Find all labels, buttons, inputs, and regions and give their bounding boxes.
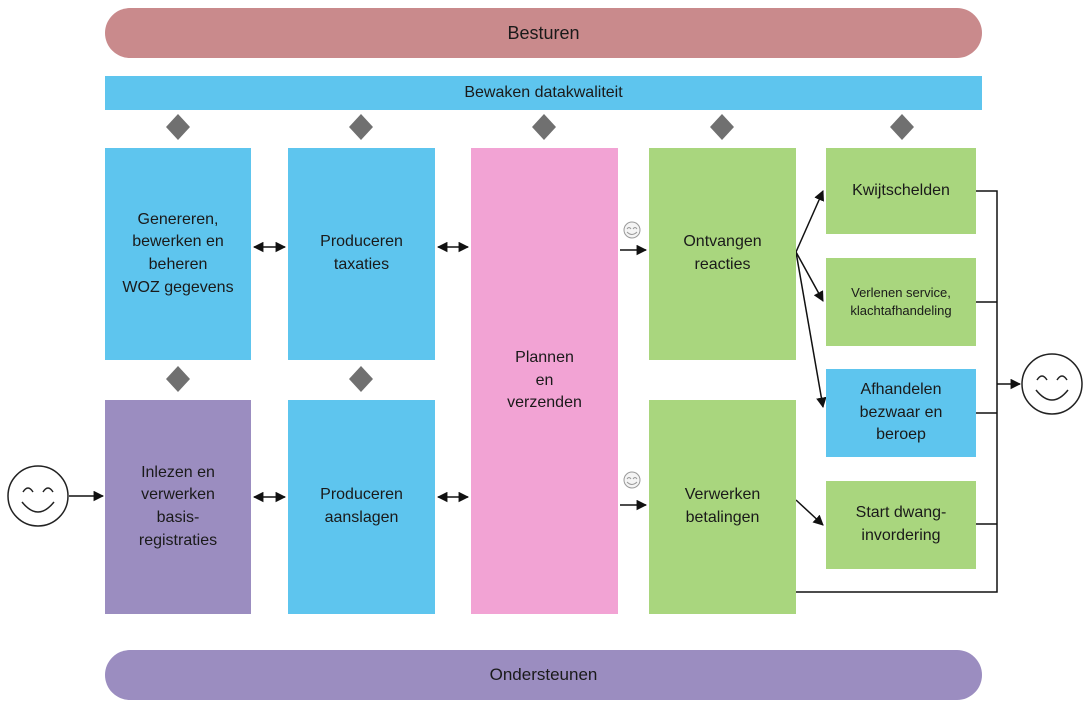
outcome-kwijtschelden: Kwijtschelden	[826, 148, 976, 234]
process-genereren: Genereren, bewerken en beheren WOZ gegev…	[105, 148, 251, 360]
smiley-face-icon	[1021, 353, 1083, 415]
datakwaliteit-band: Bewaken datakwaliteit	[105, 76, 982, 110]
ondersteunen-band: Ondersteunen	[105, 650, 982, 700]
diamond-connector	[166, 366, 190, 392]
diamond-connector	[710, 114, 734, 140]
collector-line	[796, 190, 998, 593]
process-taxaties: Produceren taxaties	[288, 148, 435, 360]
diamond-connector	[166, 114, 190, 140]
process-verwerken: Verwerken betalingen	[649, 400, 796, 614]
diamond-connector	[349, 366, 373, 392]
besturen-band: Besturen	[105, 8, 982, 58]
diamond-connector	[890, 114, 914, 140]
process-aanslagen: Produceren aanslagen	[288, 400, 435, 614]
arrow-to-kwijtschelden	[795, 190, 824, 253]
outcome-dwang: Start dwang- invordering	[826, 481, 976, 569]
outcome-bezwaar: Afhandelen bezwaar en beroep	[826, 369, 976, 457]
arrow-to-dwang	[795, 499, 824, 526]
arrow-to-service	[795, 251, 824, 302]
diamond-connector	[349, 114, 373, 140]
smiley-face-icon	[7, 465, 69, 527]
process-plannen: Plannen en verzenden	[471, 148, 618, 614]
process-ontvangen: Ontvangen reacties	[649, 148, 796, 360]
arrow-to-bezwaar	[795, 251, 827, 409]
outcome-service: Verlenen service, klachtafhandeling	[826, 258, 976, 346]
diamond-connector	[532, 114, 556, 140]
process-inlezen: Inlezen en verwerken basis- registraties	[105, 400, 251, 614]
